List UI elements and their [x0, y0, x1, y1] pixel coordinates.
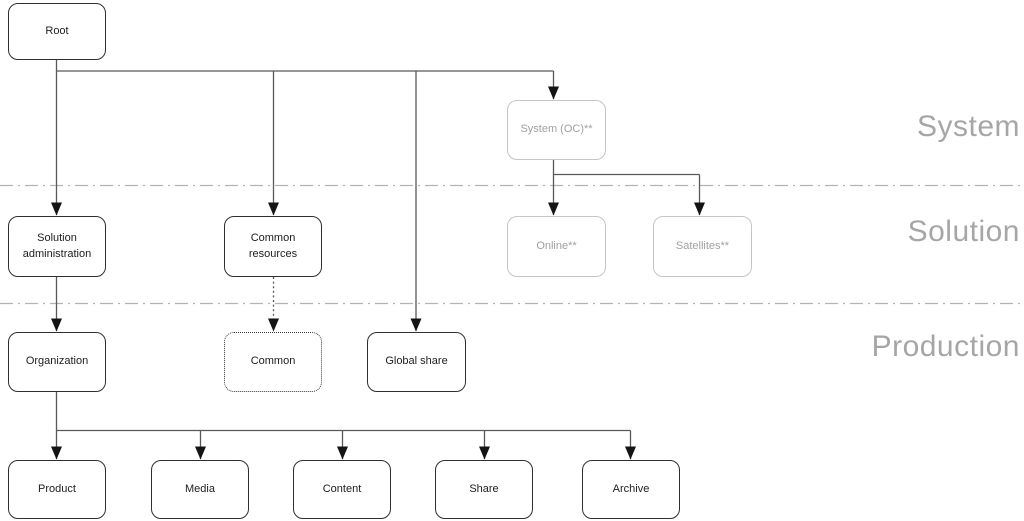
node-satellites: Satellites**	[653, 216, 752, 277]
node-common: Common	[224, 332, 322, 392]
zone-label-production: Production	[871, 330, 1020, 363]
node-share: Share	[435, 460, 533, 519]
node-media: Media	[151, 460, 249, 519]
zone-label-solution: Solution	[907, 215, 1020, 248]
node-solution-administration: Solution administration	[8, 216, 106, 277]
node-system-oc: System (OC)**	[507, 100, 606, 160]
node-content: Content	[293, 460, 391, 519]
edge-root-trunk	[55, 60, 554, 72]
node-global-share: Global share	[367, 332, 466, 392]
edge-system-oc-trunk	[552, 160, 700, 176]
node-archive: Archive	[582, 460, 680, 519]
node-online: Online**	[507, 216, 606, 277]
node-organization: Organization	[8, 332, 106, 392]
edge-organization-trunk	[55, 392, 631, 432]
node-root: Root	[8, 3, 106, 60]
node-product: Product	[8, 460, 106, 519]
node-common-resources: Common resources	[224, 216, 322, 277]
zone-label-system: System	[916, 110, 1020, 143]
